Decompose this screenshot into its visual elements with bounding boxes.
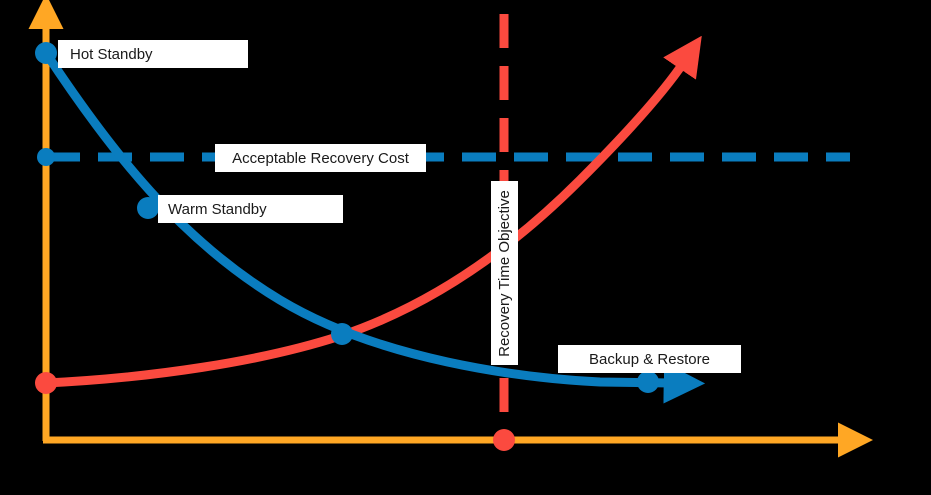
warm-standby-marker xyxy=(137,197,159,219)
acceptable-recovery-cost-axis-marker xyxy=(37,148,55,166)
recovery-time-objective-label-text: Recovery Time Objective xyxy=(496,189,514,357)
hot-standby-label-text: Hot Standby xyxy=(70,45,153,63)
backup-restore-label: Backup & Restore xyxy=(558,345,741,373)
cost-of-recovery-series xyxy=(35,42,706,404)
acceptable-recovery-cost-line xyxy=(37,148,850,166)
backup-restore-label-text: Backup & Restore xyxy=(589,350,710,368)
recovery-time-curve xyxy=(41,35,702,388)
acceptable-recovery-cost-label: Acceptable Recovery Cost xyxy=(215,144,426,172)
warm-standby-label-text: Warm Standby xyxy=(168,200,267,218)
cost-of-recovery-curve xyxy=(41,48,706,404)
recovery-time-series xyxy=(35,35,702,394)
recovery-time-objective-axis-marker xyxy=(493,429,515,451)
recovery-time-objective-label: Recovery Time Objective xyxy=(491,181,518,365)
midpoint-marker xyxy=(331,323,353,345)
backup-restore-marker xyxy=(637,371,659,393)
hot-standby-label: Hot Standby xyxy=(58,40,248,68)
hot-standby-marker xyxy=(35,42,57,64)
recovery-time-start-marker xyxy=(35,372,57,394)
warm-standby-label: Warm Standby xyxy=(158,195,343,223)
acceptable-recovery-cost-label-text: Acceptable Recovery Cost xyxy=(232,149,409,167)
